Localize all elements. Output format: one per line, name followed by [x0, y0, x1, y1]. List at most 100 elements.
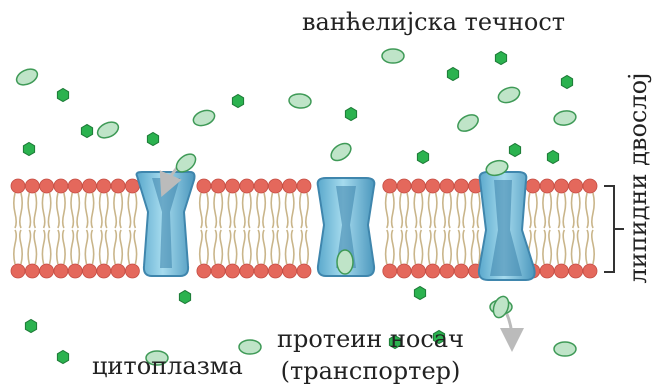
oval-molecule-icon [496, 85, 521, 106]
lipid-tail [400, 230, 402, 264]
oval-molecule-icon [191, 108, 216, 129]
hexagon-molecule-icon [345, 108, 356, 121]
oval-molecule-icon [455, 111, 481, 134]
lipid-tail [214, 193, 216, 228]
lipid-head [383, 179, 397, 193]
lipid-tail [549, 193, 551, 228]
lipid-tail [20, 230, 22, 264]
lipid-head [297, 179, 311, 193]
lipid-tail [557, 193, 559, 228]
lipid-tail [557, 230, 559, 264]
oval-molecule-icon [328, 140, 354, 164]
lipid-tail [420, 230, 422, 264]
lipid-tail [292, 193, 294, 228]
lipid-tail [300, 230, 302, 264]
lipid-head [297, 264, 311, 278]
lipid-head [540, 264, 554, 278]
extracellular-fluid-label: ванћелијска течност [302, 8, 565, 36]
oval-molecule-icon [337, 250, 353, 274]
lipid-head [268, 179, 282, 193]
lipid-tail [134, 230, 136, 264]
hexagon-molecule-icon [23, 143, 34, 156]
lipid-head [283, 179, 297, 193]
lipid-tail [77, 193, 79, 228]
carrier-protein-2 [318, 178, 375, 276]
lipid-head [383, 264, 397, 278]
lipid-tail [578, 230, 580, 264]
hexagon-molecule-icon [81, 125, 92, 138]
lipid-tail [257, 193, 259, 228]
hexagon-molecule-icon [57, 89, 68, 102]
lipid-head [426, 179, 440, 193]
lipid-tail [114, 193, 116, 228]
lipid-tail [477, 193, 479, 228]
lipid-tail [234, 230, 236, 264]
lipid-tail [71, 193, 73, 228]
lipid-tail [106, 193, 108, 228]
lipid-head [583, 264, 597, 278]
lipid-tail [206, 193, 208, 228]
lipid-tail [429, 193, 431, 228]
lipid-head [125, 179, 139, 193]
lipid-head [440, 179, 454, 193]
lipid-head [254, 179, 268, 193]
carrier-protein-3 [479, 172, 535, 280]
lipid-bilayer-label: липидни двослој [624, 73, 652, 284]
lipid-head [83, 264, 97, 278]
carrier-protein-label-line2: (транспортер) [277, 355, 464, 387]
lipid-tail [249, 193, 251, 228]
lipid-tail [435, 193, 437, 228]
lipid-tail [234, 193, 236, 228]
lipid-head [226, 264, 240, 278]
lipid-head [211, 264, 225, 278]
hexagon-molecule-icon [547, 151, 558, 164]
lipid-tail [578, 193, 580, 228]
lipid-tail [563, 230, 565, 264]
lipid-head [25, 179, 39, 193]
lipid-head [68, 179, 82, 193]
lipid-head [554, 179, 568, 193]
hexagon-molecule-icon [447, 68, 458, 81]
cytoplasm-label: цитоплазма [92, 352, 243, 380]
lipid-tail [463, 193, 465, 228]
lipid-tail [20, 193, 22, 228]
lipid-head [569, 264, 583, 278]
lipid-head [97, 264, 111, 278]
lipid-tail [572, 230, 574, 264]
lipid-tail [400, 193, 402, 228]
lipid-tail [563, 193, 565, 228]
lipid-tail [63, 230, 65, 264]
lipid-tail [14, 230, 16, 264]
lipid-head [254, 264, 268, 278]
lipid-head [125, 264, 139, 278]
lipid-tail [529, 193, 531, 228]
lipid-tail [586, 193, 588, 228]
carrier-protein-label-line1: протеин носач [277, 323, 464, 355]
lipid-tail [57, 193, 59, 228]
lipid-head [25, 264, 39, 278]
lipid-head [83, 179, 97, 193]
lipid-tail [392, 230, 394, 264]
lipid-tail [48, 230, 50, 264]
lipid-tail [48, 193, 50, 228]
lipid-tail [271, 230, 273, 264]
lipid-tail [471, 193, 473, 228]
lipid-tail [386, 230, 388, 264]
lipid-tail [477, 230, 479, 264]
oval-molecule-icon [553, 109, 577, 127]
oval-molecule-icon [382, 49, 404, 63]
hexagon-molecule-icon [495, 52, 506, 65]
carrier-protein-1 [137, 172, 195, 276]
lipid-tail [429, 230, 431, 264]
lipid-tail [34, 230, 36, 264]
lipid-tail [200, 193, 202, 228]
lipid-head [426, 264, 440, 278]
lipid-tail [543, 230, 545, 264]
lipid-tail [549, 230, 551, 264]
lipid-tail [120, 193, 122, 228]
lipid-tail [286, 193, 288, 228]
lipid-tail [471, 230, 473, 264]
lipid-head [240, 179, 254, 193]
lipid-tail [443, 193, 445, 228]
lipid-head [283, 264, 297, 278]
